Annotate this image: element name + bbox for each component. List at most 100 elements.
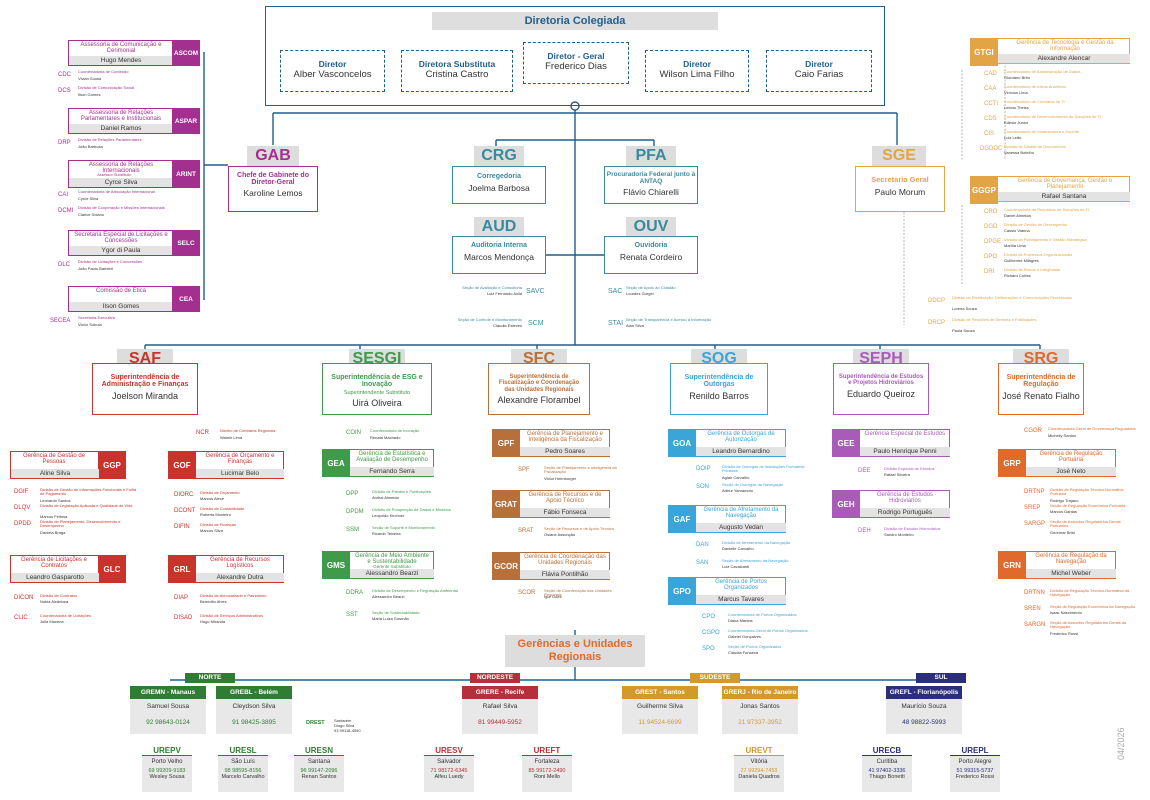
regional-unit-place: Porto Alegre bbox=[958, 759, 992, 765]
sesgi-subtitle: Superintendente Substituto bbox=[343, 389, 411, 396]
sub-name: Júlia Macena bbox=[40, 619, 64, 624]
sub-acronym: SRAT bbox=[518, 528, 534, 534]
manager-name: Flávia Pontilhão bbox=[520, 570, 610, 579]
director-role: Diretor - Geral bbox=[547, 51, 605, 61]
sub-title: Divisão de Regulação Técnico-Normativa P… bbox=[1050, 487, 1124, 497]
gab-title: Chefe de Gabinete do Diretor-Geral bbox=[237, 172, 309, 186]
gtgi-sub-name: Glordano Brito bbox=[1004, 75, 1030, 80]
gggp-sub-acronym: DPO bbox=[984, 254, 998, 260]
left-sub-acronym: DLC bbox=[58, 262, 71, 268]
regional-manager-acronym: GREMN - Manaus bbox=[130, 686, 206, 699]
manager-name: Fernando Serra bbox=[350, 467, 434, 476]
manager-name: Leandro Gasparotto bbox=[11, 573, 99, 582]
aud-sub-name: Luiz Fernando Avila bbox=[486, 291, 522, 296]
manager-name: Rodrigo Português bbox=[860, 508, 950, 517]
gtgi-sub-name: Edésio Júnior bbox=[1004, 120, 1029, 125]
sub-title: Seção de Regulação Econômica Portuária bbox=[1050, 503, 1126, 508]
sub-name: Gabriel Gonçalves bbox=[728, 634, 761, 639]
left-sub-name: João Paulo Barbieri bbox=[78, 266, 113, 271]
manager-name: José Neto bbox=[1026, 467, 1116, 476]
left-sub-acronym: DCMI bbox=[58, 208, 74, 214]
sub-title: Divisão de Outorgas de Instalações Portu… bbox=[722, 464, 805, 474]
left-unit-name: Ilson Gomes bbox=[69, 302, 173, 311]
regional-unit-acronym: URESN bbox=[294, 746, 344, 756]
gtgi-sub-acronym: CAA bbox=[984, 86, 997, 92]
manager-acronym: GCOR bbox=[492, 552, 520, 580]
sub-acronym: DIAP bbox=[174, 595, 189, 601]
regional-unit-place: Santana bbox=[307, 759, 331, 765]
drest-phone: 93 99118-4590 bbox=[334, 728, 361, 733]
manager-name: Fábio Fonseca bbox=[520, 508, 610, 517]
left-sub-title: Secretaria-Executiva bbox=[78, 315, 115, 320]
regional-manager-phone: 21 97337-3952 bbox=[738, 719, 782, 726]
crg-acronym: CRG bbox=[474, 146, 524, 166]
drest-place: Santarém bbox=[334, 718, 352, 723]
manager-name: Alexandre Dutra bbox=[196, 573, 284, 582]
ouv-sub-title: Seção de Transparência e Acesso à Inform… bbox=[626, 317, 712, 322]
sub-name: Marcos Feitosa bbox=[40, 514, 68, 519]
sub-title: Divisão de Gestão de Informações Funcion… bbox=[40, 487, 137, 497]
sub-title: Seção de Recursos e de Apoio Técnico bbox=[544, 526, 614, 531]
sub-title: Divisão de Almoxarifado e Patrimônio bbox=[200, 593, 267, 598]
sub-name: Cláudia Fonseca bbox=[728, 650, 759, 655]
saf-name: Joelson Miranda bbox=[111, 390, 179, 401]
left-unit-acronym: ARINT bbox=[172, 160, 200, 188]
sub-acronym: DCONT bbox=[174, 508, 196, 514]
sub-name: Michelly Santos bbox=[1048, 433, 1077, 438]
manager-title: Gerência de Afretamento da Navegação bbox=[703, 507, 779, 520]
sub-acronym: SSM bbox=[346, 527, 360, 533]
region-label: NORDESTE bbox=[470, 673, 520, 683]
sub-title: Seção de Coordenação das Unidades Region… bbox=[544, 588, 612, 598]
sub-acronym: DGIF bbox=[14, 489, 29, 495]
sub-name: Núbia Alcântara bbox=[40, 599, 69, 604]
sub-acronym: DISAD bbox=[174, 615, 193, 621]
sub-name: Luiz Cavalcanti bbox=[722, 564, 750, 569]
regional-manager-acronym: GREST - Santos bbox=[622, 686, 698, 699]
regional-manager-phone: 91 98425-3895 bbox=[232, 719, 276, 726]
sub-acronym: SARGN bbox=[1024, 622, 1046, 628]
left-sub-name: Vivian Sousa bbox=[78, 76, 102, 81]
seph-name: Eduardo Queiroz bbox=[846, 388, 916, 399]
sub-acronym: NCR bbox=[196, 430, 209, 436]
gab-name: Karoline Lemos bbox=[243, 188, 303, 198]
manager-acronym: GOF bbox=[168, 451, 196, 479]
manager-acronym: GRL bbox=[168, 555, 196, 583]
gggp-sub-title: Coordenadoria de Requisitos de Soluções … bbox=[1004, 207, 1090, 212]
gtgi-sub-title: Divisão de Gestão de Documentos bbox=[1004, 144, 1066, 149]
sub-title: Seção de Outorgas da Navegação bbox=[722, 482, 784, 487]
regional-unit-name: Wesley Sousa bbox=[149, 774, 185, 780]
sub-name: Arthur Yamamoto bbox=[722, 488, 753, 493]
footer-date: 04/2026 bbox=[1116, 727, 1126, 760]
sub-acronym: SCOR bbox=[518, 590, 536, 596]
sub-title: Seção de Portos Organizados bbox=[728, 644, 782, 649]
left-sub-title: Coordenadoria de Articulação Internacion… bbox=[78, 189, 155, 194]
sub-name: Roberta Monteiro bbox=[200, 512, 231, 517]
left-sub-title: Divisão de Licitações e Concessões bbox=[78, 259, 143, 264]
regional-unit-place: São Luís bbox=[231, 759, 255, 765]
sub-acronym: DAN bbox=[696, 542, 709, 548]
ouv-sub-name: Alan Silva bbox=[626, 323, 644, 328]
sub-acronym: SPF bbox=[518, 467, 530, 473]
ouv-title: Ouvidoria bbox=[634, 242, 668, 249]
gggp-acronym: GGGP bbox=[970, 176, 998, 204]
gggp-sub-title: Divisão de Planejamento e Gestão Estraté… bbox=[1004, 237, 1087, 242]
regional-manager-acronym: GREFL - Florianópolis bbox=[886, 686, 962, 699]
gtgi-name: Alexandre Alencar bbox=[998, 54, 1130, 63]
sub-name: Marcos Dantas bbox=[1050, 509, 1077, 514]
sub-name: Walmir Lima bbox=[220, 435, 243, 440]
regional-unit-phone: 71 98172-6345 bbox=[430, 768, 468, 774]
